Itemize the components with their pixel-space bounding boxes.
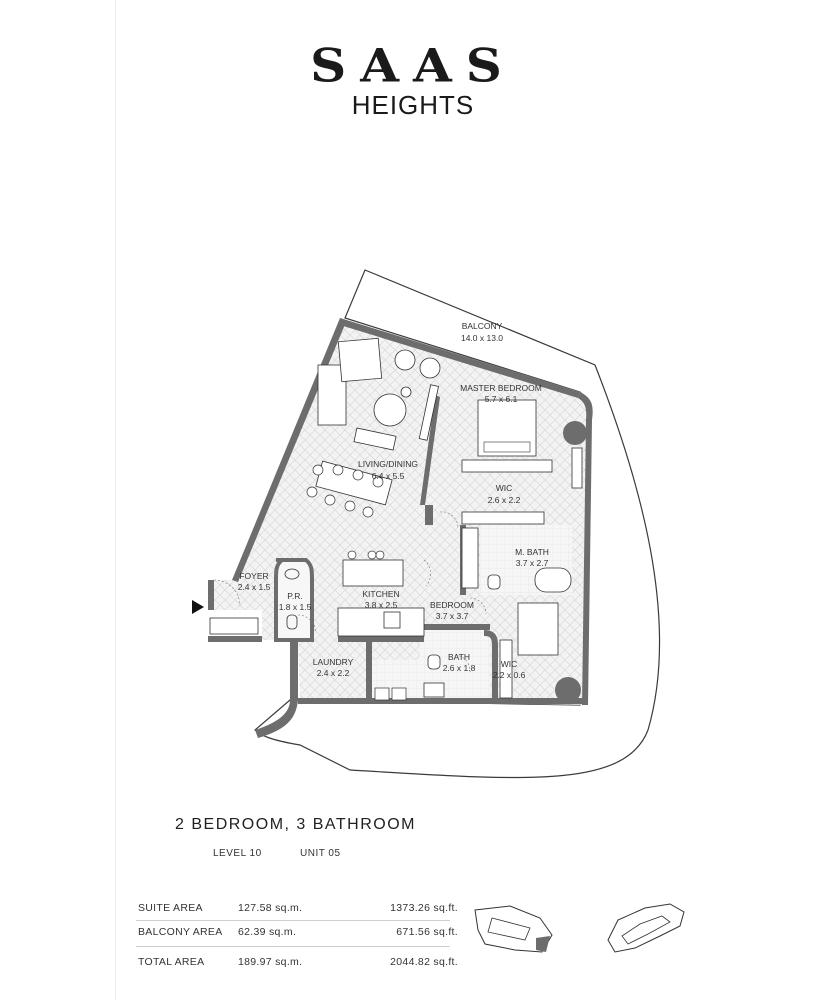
laundry-label: LAUNDRY <box>313 657 354 667</box>
coffee-table <box>373 393 407 427</box>
column-2 <box>555 677 581 703</box>
kitchen-island <box>342 559 404 587</box>
living-dining-size: 6.4 x 5.5 <box>372 471 405 481</box>
foyer-wall <box>208 580 214 610</box>
area-label: BALCONY AREA <box>138 926 223 938</box>
unit-number: UNIT 05 <box>300 848 341 859</box>
exterior-wall-right <box>578 392 593 705</box>
unit-headline: 2 BEDROOM, 3 BATHROOM <box>175 816 417 833</box>
bath-size: 2.6 x 1.8 <box>443 663 476 673</box>
area-table: SUITE AREA 127.58 sq.m. 1373.26 sq.ft. B… <box>138 896 458 974</box>
bedroom-wic <box>499 639 513 699</box>
cooktop <box>383 611 401 629</box>
area-row-suite: SUITE AREA 127.58 sq.m. 1373.26 sq.ft. <box>138 896 458 920</box>
area-divider <box>136 920 450 921</box>
washer <box>374 687 390 701</box>
bar-stool-2 <box>367 550 377 560</box>
laundry-wall <box>366 636 372 700</box>
shower <box>461 527 479 589</box>
bath-wall-top <box>420 624 490 630</box>
bench <box>353 427 397 451</box>
vanity <box>571 447 583 489</box>
master-bedroom-size: 5.7 x 6.1 <box>485 394 518 404</box>
laundry-wall-curve <box>255 640 298 738</box>
m-bath-size: 3.7 x 2.7 <box>516 558 549 568</box>
area-row-total: TOTAL AREA 189.97 sq.m. 2044.82 sq.ft. <box>138 950 458 974</box>
area-sqm: 127.58 sq.m. <box>238 902 303 914</box>
bath-wall-curve <box>484 630 498 700</box>
wic-master-label: WIC <box>496 483 513 493</box>
key-plan-highlighted <box>474 905 553 953</box>
wic-bedroom-size: 2.2 x 0.6 <box>493 670 526 680</box>
area-divider <box>136 946 450 947</box>
powder-label: P.R. <box>287 591 302 601</box>
kitchen-wall-bottom <box>338 636 424 642</box>
wic-rail <box>461 511 545 525</box>
kitchen-size: 3.8 x 2.5 <box>365 600 398 610</box>
balcony-label: BALCONY <box>462 321 503 331</box>
wic-wall <box>425 505 433 525</box>
m-bath-toilet <box>487 574 501 590</box>
living-dining-label: LIVING/DINING <box>358 459 418 469</box>
area-label: SUITE AREA <box>138 902 203 914</box>
bath-toilet <box>427 654 441 670</box>
master-bed-pillows <box>483 441 531 453</box>
armchair-2 <box>419 357 441 379</box>
wall-panel <box>418 384 440 441</box>
bath-label: BATH <box>448 652 470 662</box>
bedroom-size: 3.7 x 3.7 <box>436 611 469 621</box>
foyer-label: FOYER <box>239 571 268 581</box>
area-sqft: 671.56 sq.ft. <box>396 926 458 938</box>
living-bedroom-wall <box>420 395 440 505</box>
kitchen-counter <box>337 607 425 637</box>
entry-counter <box>209 617 259 635</box>
side-table <box>400 386 412 398</box>
kitchen-label: KITCHEN <box>362 589 399 599</box>
bedroom-bed <box>517 602 559 656</box>
bathtub <box>534 567 572 593</box>
area-sqft: 2044.82 sq.ft. <box>390 956 458 968</box>
foyer-size: 2.4 x 1.5 <box>238 582 271 592</box>
key-plan <box>607 903 685 953</box>
bath-basin <box>423 682 445 698</box>
powder-toilet <box>286 614 298 630</box>
brand-sub: HEIGHTS <box>351 90 475 120</box>
armchair-1 <box>394 349 416 371</box>
area-sqm: 62.39 sq.m. <box>238 926 297 938</box>
dryer <box>391 687 407 701</box>
media-unit <box>337 337 383 383</box>
dining-chairs <box>306 464 384 518</box>
bedroom-label: BEDROOM <box>430 600 474 610</box>
powder-size: 1.8 x 1.5 <box>279 602 312 612</box>
m-bath-label: M. BATH <box>515 547 549 557</box>
exterior-wall-left <box>232 318 346 582</box>
area-sqft: 1373.26 sq.ft. <box>390 902 458 914</box>
powder-basin <box>284 568 300 580</box>
area-row-balcony: BALCONY AREA 62.39 sq.m. 671.56 sq.ft. <box>138 920 458 944</box>
brand-name: SAAS <box>310 38 516 93</box>
column-1 <box>563 421 587 445</box>
powder-room <box>274 558 314 642</box>
laundry-size: 2.4 x 2.2 <box>317 668 350 678</box>
wic-bedroom-label: WIC <box>501 659 518 669</box>
door-swings <box>213 511 487 673</box>
exterior-wall-top <box>340 318 580 398</box>
entry-wall <box>208 636 262 642</box>
area-label: TOTAL AREA <box>138 956 205 968</box>
unit-level: LEVEL 10 <box>213 848 262 859</box>
bar-stool-1 <box>347 550 357 560</box>
wic-master-size: 2.6 x 2.2 <box>488 495 521 505</box>
exterior-wall-bottom <box>298 698 588 704</box>
bar-stool-3 <box>375 550 385 560</box>
entry-arrow-icon <box>192 600 204 614</box>
area-sqm: 189.97 sq.m. <box>238 956 303 968</box>
master-bedroom-label: MASTER BEDROOM <box>460 383 542 393</box>
balcony-size: 14.0 x 13.0 <box>461 333 503 343</box>
master-wardrobe <box>461 459 553 473</box>
